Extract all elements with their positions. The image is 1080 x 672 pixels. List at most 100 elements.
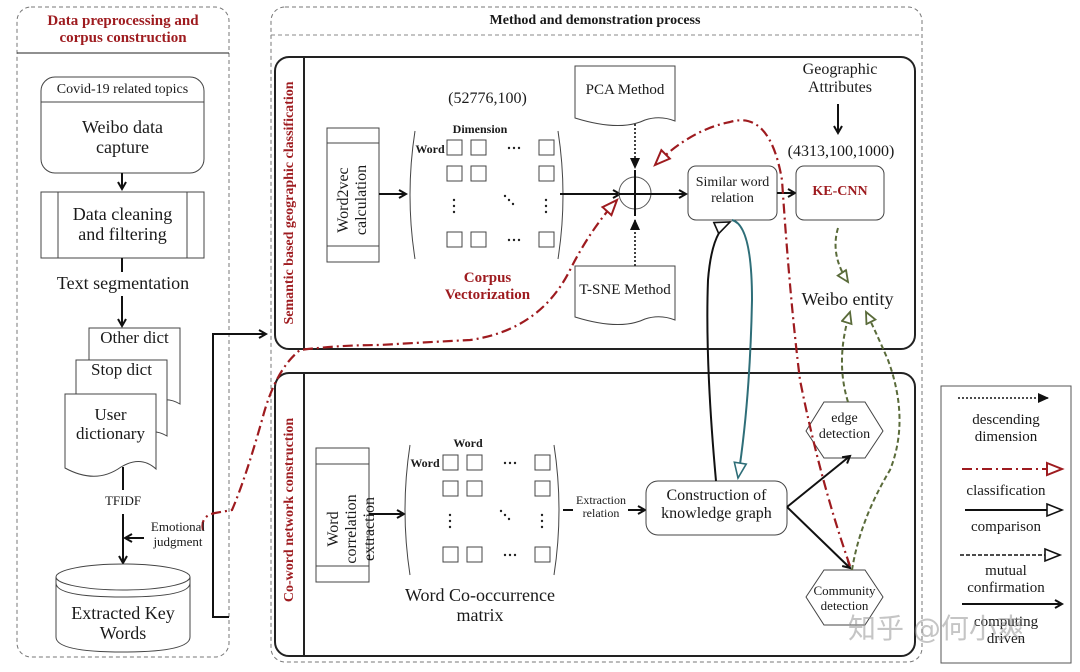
- coword-matrix-ellipsis-dot: [507, 517, 511, 521]
- semantic-matrix-col-label: Dimension: [452, 122, 508, 136]
- coword-matrix-cell: [466, 454, 483, 471]
- arrow-comparison-similar-to-kg: [731, 219, 754, 481]
- semantic-matrix-ellipsis-dot: [511, 202, 515, 206]
- semantic-matrix-ellipsis-dot: [507, 146, 511, 150]
- emotional-judgment-label: Emotional judgment: [143, 519, 213, 549]
- coword-matrix-ellipsis-dot: [540, 513, 544, 517]
- coword-matrix-cell: [534, 454, 551, 471]
- coword-matrix-ellipsis-dot: [448, 513, 452, 517]
- similar-line1: Similar word: [695, 175, 770, 190]
- word2vec-box: [326, 127, 380, 263]
- left-panel-title: Data preprocessing and corpus constructi…: [17, 13, 229, 47]
- semantic-matrix-ellipsis-dot: [507, 198, 511, 202]
- legend-confirmation-line1: mutual: [985, 563, 1027, 579]
- keywords-cylinder-top: [55, 563, 191, 591]
- keywords-cylinder-ring: [55, 582, 191, 598]
- legend-descending-line2: dimension: [974, 428, 1038, 445]
- semantic-matrix-ellipsis-dot: [517, 146, 521, 150]
- emotional-line2: judgment: [153, 533, 203, 549]
- semantic-side-label: Semantic based geographic classification: [282, 81, 297, 325]
- legend-label-computing: computing driven: [941, 614, 1071, 648]
- semantic-subpanel: [274, 56, 916, 350]
- topic-header: Covid-19 related topics: [56, 82, 189, 97]
- arrow-edge-to-entity: [842, 312, 850, 403]
- cleaning-label: Data cleaning and filtering: [41, 204, 204, 244]
- semantic-matrix-ellipsis-dot: [503, 194, 507, 198]
- arrow-kg-to-edge: [786, 456, 850, 508]
- coword-matrix-label: Word Co-occurrence matrix: [390, 585, 570, 625]
- semantic-matrix-left-paren: [409, 130, 416, 260]
- kecnn-box: [795, 165, 885, 221]
- legend: [940, 385, 1072, 664]
- cleaning-line1: Data cleaning: [72, 204, 173, 224]
- coword-matrix-col-label: Word: [453, 436, 483, 450]
- semantic-matrix-shape: (52776,100): [448, 90, 527, 107]
- coword-subpanel: [274, 372, 916, 657]
- kecnn-label: KE-CNN: [812, 184, 868, 199]
- semantic-matrix-ellipsis-dot: [544, 210, 548, 214]
- arrow-keywords-to-method: [212, 334, 266, 618]
- weibo-entity-label: Weibo entity: [801, 289, 894, 309]
- arrow-community-to-entity: [851, 312, 901, 571]
- keywords-line2: Words: [99, 623, 147, 644]
- method-panel: [201, 6, 923, 663]
- coword-matrix-ellipsis-dot: [540, 525, 544, 529]
- tfidf-label: TFIDF: [104, 493, 142, 508]
- semantic-matrix-ellipsis-dot: [544, 198, 548, 202]
- semantic-matrix-row-label: Word: [415, 142, 445, 156]
- weibo-capture-label: Weibo data capture: [41, 117, 204, 157]
- coword-matrix-ellipsis-dot: [499, 509, 503, 513]
- coword-matrix-left-paren: [404, 444, 411, 576]
- semantic-matrix-ellipsis-dot: [507, 238, 511, 242]
- coword-matrix-ellipsis-dot: [508, 461, 512, 465]
- legend-descending-line1: descending: [972, 412, 1040, 428]
- corpus-line2: Vectorization: [444, 286, 531, 303]
- legend-label-classification: classification: [966, 483, 1046, 499]
- left-panel-title-line1: Data preprocessing and: [47, 13, 199, 29]
- coword-matrix-cell: [466, 480, 483, 497]
- semantic-matrix-cell: [538, 231, 555, 248]
- word2vec-label: Word2vec calculation: [335, 140, 371, 260]
- word-correlation-line1: Word: [325, 511, 342, 547]
- other-dict-label: Other dict: [100, 328, 169, 347]
- word-correlation-label: Word correlation extraction: [325, 459, 379, 599]
- user-dict-label: User dictionary: [65, 405, 156, 443]
- coword-matrix-cell: [534, 546, 551, 563]
- method-panel-border: [270, 6, 923, 663]
- legend-box: [940, 385, 1072, 664]
- community-line2: detection: [820, 597, 869, 613]
- extraction-relation-label: Extraction relation: [570, 493, 632, 521]
- keywords-label: Extracted Key Words: [56, 603, 190, 643]
- edge-line1: edge: [831, 411, 858, 426]
- coword-matrix-cell: [442, 546, 459, 563]
- edge-detection-label: edge detection: [806, 411, 883, 442]
- stop-dict-label: Stop dict: [91, 360, 152, 379]
- user-dict-line2: dictionary: [76, 424, 145, 444]
- tsne-label: T-SNE Method: [579, 282, 671, 298]
- user-dict-doc: [64, 393, 157, 477]
- coword-matrix-ellipsis-dot: [448, 525, 452, 529]
- coword-matrix-row-label: Word: [410, 456, 440, 470]
- community-detection-label: Community detection: [806, 583, 883, 613]
- semantic-matrix-cell: [446, 165, 463, 182]
- similar-word-label: Similar word relation: [688, 175, 777, 206]
- coword-matrix-ellipsis-dot: [508, 553, 512, 557]
- geographic-attributes-label: Geographic Attributes: [790, 61, 890, 97]
- kecnn-shape: (4313,100,1000): [787, 143, 895, 160]
- semantic-matrix-ellipsis-dot: [452, 198, 456, 202]
- semantic-matrix-cell: [470, 231, 487, 248]
- coword-side-label: Co-word network construction: [282, 417, 297, 603]
- similar-line2: relation: [711, 190, 754, 206]
- watermark: 知乎 @何小爽: [848, 612, 1025, 645]
- coword-matrix-cell: [442, 480, 459, 497]
- geo-line2: Attributes: [808, 78, 872, 96]
- text-segmentation-label: Text segmentation: [56, 273, 190, 293]
- arrow-kg-to-community: [786, 506, 850, 568]
- coword-matrix-ellipsis-dot: [503, 513, 507, 517]
- word2vec-line1: Word2vec: [335, 167, 352, 233]
- semantic-matrix-ellipsis-dot: [512, 238, 516, 242]
- semantic-matrix-ellipsis-dot: [517, 238, 521, 242]
- arrow-kecnn-to-entity: [834, 227, 848, 282]
- method-panel-title: Method and demonstration process: [489, 13, 701, 28]
